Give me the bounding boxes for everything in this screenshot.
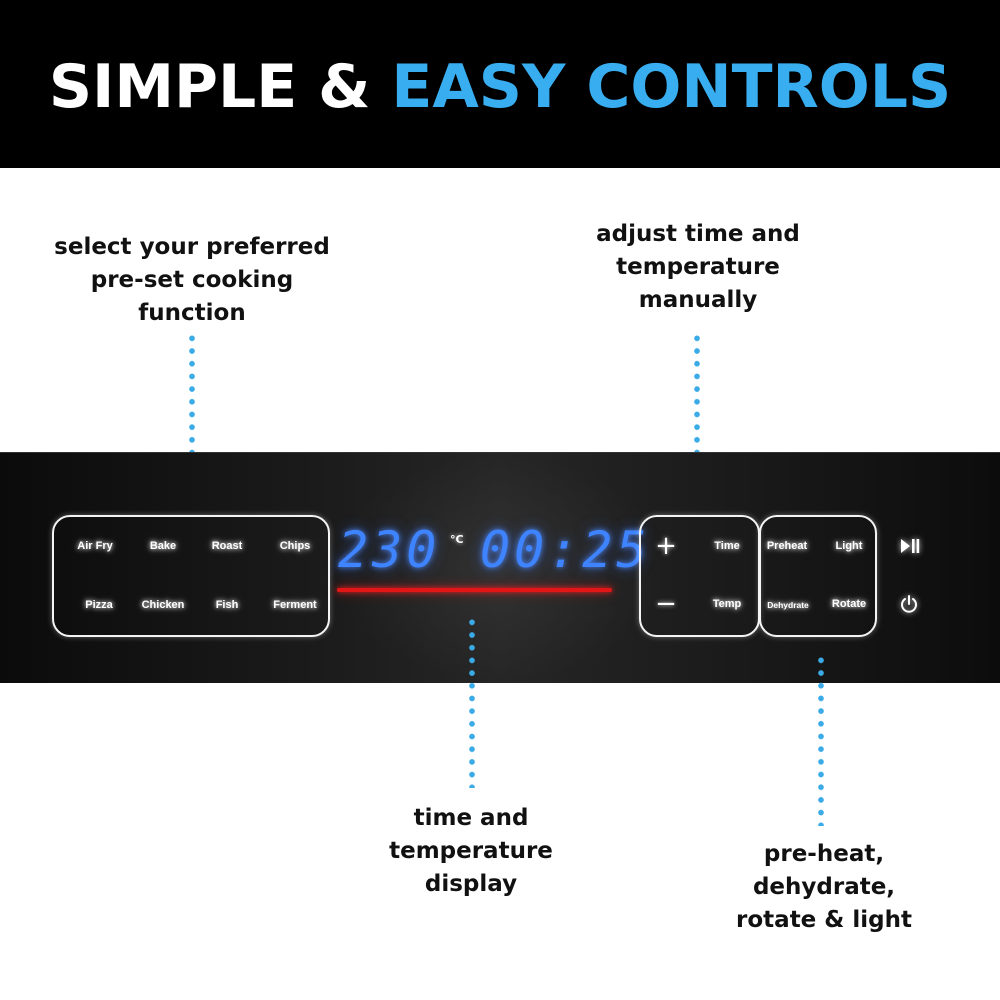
button-preheat[interactable]: Preheat — [766, 540, 808, 552]
display-red-bar — [337, 588, 612, 592]
callout-functions-line-3: function — [138, 300, 246, 326]
button-temp[interactable]: Temp — [712, 598, 742, 610]
button-bake[interactable]: Bake — [149, 540, 177, 552]
button-dehydrate[interactable]: Dehydrate — [767, 600, 809, 610]
power-icon[interactable] — [899, 594, 919, 614]
callout-manual-line-2: temperature — [616, 254, 780, 280]
callout-display: time and temperature display — [321, 802, 621, 901]
button-fish[interactable]: Fish — [215, 599, 239, 611]
callout-display-line-2: temperature — [389, 838, 553, 864]
callout-functions: select your preferred pre-set cooking fu… — [42, 231, 342, 330]
plus-button[interactable]: + — [655, 531, 677, 561]
callout-extras-line-2: dehydrate, — [752, 874, 896, 900]
button-roast[interactable]: Roast — [211, 540, 243, 552]
temperature-unit: °C — [450, 533, 464, 546]
dotted-line-display — [469, 616, 475, 788]
header-banner: SIMPLE & EASY CONTROLS — [0, 0, 1000, 168]
dotted-line-extras — [818, 654, 824, 826]
button-chips[interactable]: Chips — [279, 540, 311, 552]
callout-extras: pre-heat, dehydrate, rotate & light — [674, 838, 974, 937]
button-time[interactable]: Time — [714, 540, 740, 552]
temperature-readout: 230 — [338, 521, 441, 579]
button-air-fry[interactable]: Air Fry — [77, 540, 113, 552]
button-ferment[interactable]: Ferment — [273, 599, 317, 611]
callout-functions-line-1: select your preferred — [54, 234, 330, 260]
button-light[interactable]: Light — [835, 540, 863, 552]
callout-extras-line-1: pre-heat, — [763, 841, 885, 867]
minus-button[interactable]: − — [655, 589, 677, 619]
callout-manual-line-1: adjust time and — [596, 221, 800, 247]
time-readout: 00:25 — [480, 521, 651, 579]
button-rotate[interactable]: Rotate — [831, 598, 867, 610]
dotted-line-manual — [694, 332, 700, 502]
callout-display-line-1: time and — [413, 805, 529, 831]
page-title: SIMPLE & EASY CONTROLS — [49, 52, 951, 122]
callout-manual-line-3: manually — [638, 287, 758, 313]
callout-functions-line-2: pre-set cooking — [90, 267, 294, 293]
button-pizza[interactable]: Pizza — [85, 599, 113, 611]
callout-display-line-3: display — [424, 871, 518, 897]
play-pause-icon[interactable] — [899, 537, 921, 555]
title-part-1: SIMPLE & — [48, 52, 392, 122]
callout-manual: adjust time and temperature manually — [548, 218, 848, 317]
extras-button-group — [759, 515, 877, 637]
button-chicken[interactable]: Chicken — [141, 599, 185, 611]
function-button-group — [52, 515, 330, 637]
callout-extras-line-3: rotate & light — [736, 907, 912, 933]
title-part-2: EASY CONTROLS — [391, 52, 952, 122]
dotted-line-functions — [189, 332, 195, 502]
